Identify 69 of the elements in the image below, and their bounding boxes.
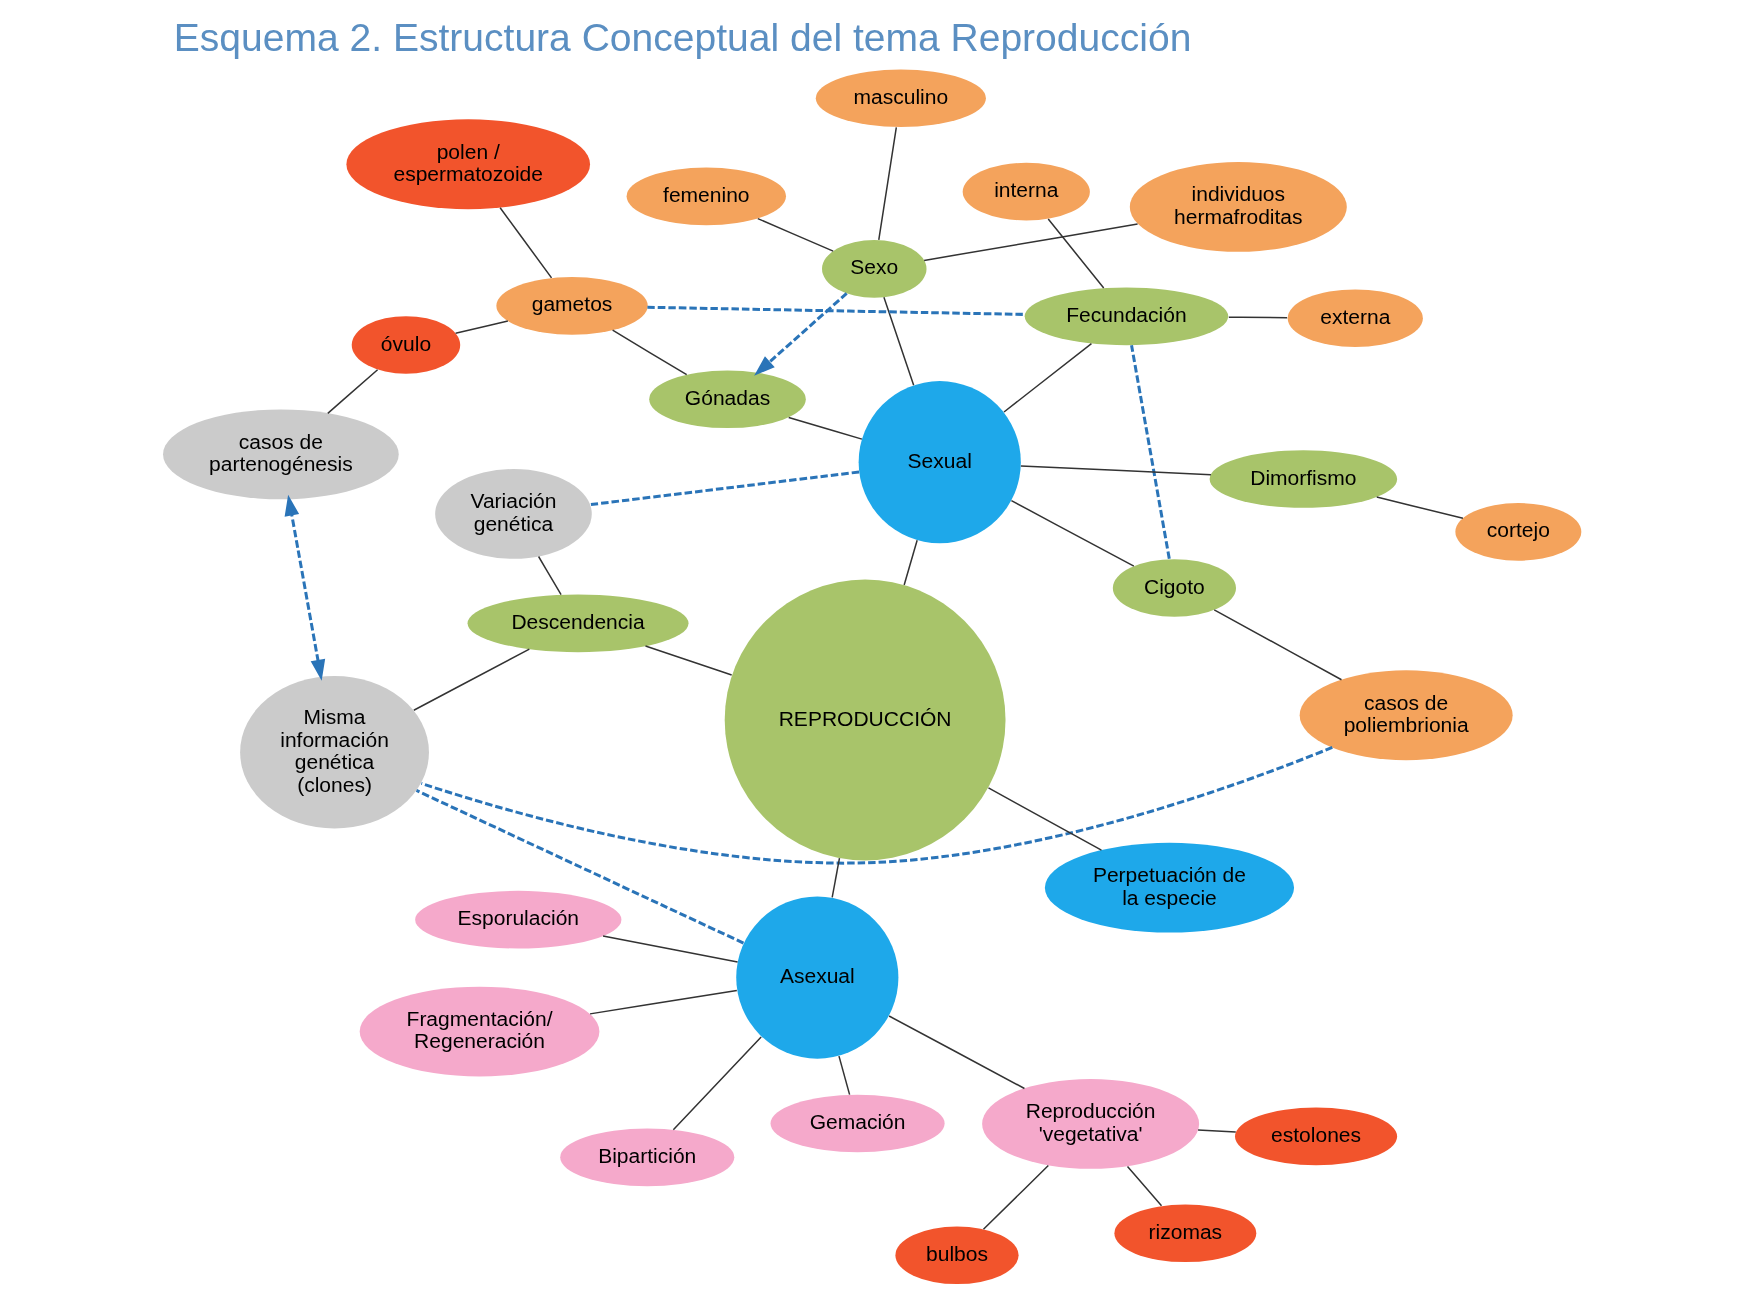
connector (987, 787, 1102, 851)
connector (601, 935, 738, 963)
node-ellipse: masculino (815, 69, 986, 128)
connector (1002, 342, 1092, 413)
connector (611, 329, 687, 376)
node-ellipse: gametos (495, 277, 648, 335)
node-ellipse: externa (1287, 289, 1423, 348)
node-ellipse: Esporulación (414, 890, 621, 949)
connector (1375, 496, 1464, 519)
connector (877, 126, 897, 241)
connector (415, 789, 744, 945)
connector (837, 1055, 850, 1096)
connector (1019, 465, 1212, 476)
node-ellipse: estolones (1234, 1107, 1397, 1166)
connector (1126, 1165, 1162, 1207)
connector (588, 989, 738, 1015)
node-ellipse: bulbos (894, 1226, 1019, 1285)
connector (644, 645, 732, 676)
node-ellipse: Sexo (821, 240, 926, 298)
node-ellipse: rizomas (1113, 1204, 1256, 1263)
node-ellipse: Gónadas (648, 370, 806, 429)
node-circle: Sexual (858, 381, 1021, 544)
diagram-title: Esquema 2. Estructura Conceptual del tema Reproducción (173, 16, 1191, 60)
node-ellipse: femenino (626, 167, 786, 226)
connector (1129, 344, 1171, 560)
connector (982, 1164, 1049, 1231)
connector (756, 217, 834, 252)
connector (590, 470, 859, 507)
node-ellipse: casos de poliembrionia (1299, 670, 1513, 761)
connector (412, 648, 530, 712)
arrow (753, 292, 848, 376)
connector (1227, 316, 1288, 319)
connector (1213, 609, 1342, 681)
connector (672, 1036, 762, 1131)
node-ellipse: casos de partenogénesis (162, 409, 399, 500)
connector (454, 320, 509, 334)
node-ellipse: polen / espermatozoide (345, 119, 590, 210)
connector (830, 857, 840, 899)
node-ellipse: Descendencia (467, 594, 689, 653)
node-ellipse: óvulo (351, 316, 460, 374)
node-ellipse: Gemación (770, 1094, 945, 1153)
connector (1047, 218, 1104, 289)
node-ellipse: cortejo (1454, 503, 1581, 561)
node-ellipse: Reproducción 'vegetativa' (981, 1079, 1199, 1169)
node-circle: REPRODUCCIÓN (724, 579, 1006, 861)
connector (420, 746, 1333, 865)
node-ellipse: Perpetuación de la especie (1044, 842, 1294, 933)
connector (537, 555, 562, 596)
node-ellipse: Cigoto (1112, 559, 1236, 617)
node-ellipse: Bipartición (559, 1128, 734, 1187)
connector (646, 305, 1024, 316)
connector (498, 207, 552, 279)
node-circle: Asexual (735, 896, 898, 1059)
connector (887, 1015, 1025, 1090)
connector (1196, 1129, 1236, 1133)
node-ellipse: Dimorfismo (1209, 450, 1397, 508)
node-ellipse: Fragmentación/ Regeneración (359, 986, 599, 1077)
node-ellipse: interna (962, 162, 1090, 221)
node-ellipse: Variación genética (434, 469, 592, 559)
connector (882, 296, 914, 386)
connector (326, 369, 378, 415)
connector (922, 223, 1138, 262)
node-ellipse: individuos hermafroditas (1129, 162, 1347, 252)
node-ellipse: Misma información genética (clones) (239, 675, 429, 829)
connector (1010, 499, 1135, 567)
node-ellipse: Fecundación (1024, 287, 1228, 346)
arrow (284, 494, 325, 681)
connector (787, 416, 863, 440)
connector (902, 539, 918, 586)
